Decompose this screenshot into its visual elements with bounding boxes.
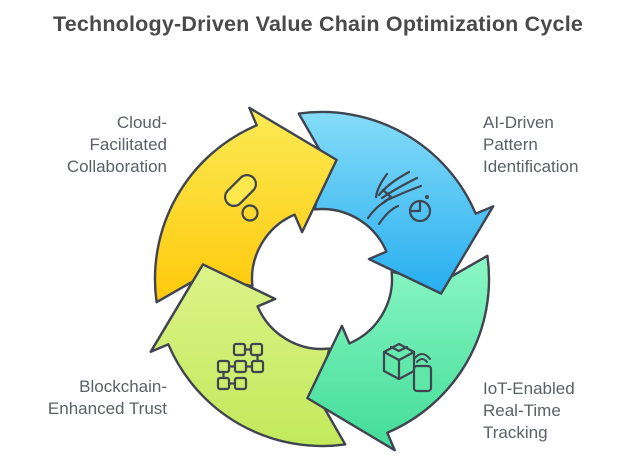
segment-label-blockchain-enhanced-trust: Blockchain- Enhanced Trust [47, 377, 167, 418]
cycle-arrow-cloud-facilitated-collaboration [153, 106, 338, 304]
cycle-arrow-ai-driven-pattern-identification [297, 110, 495, 295]
cycle-arrow-iot-enabled-real-time-tracking [306, 254, 491, 452]
share-nodes-icon [224, 174, 259, 222]
blockchain-blocks-icon [216, 342, 265, 391]
segment-label-ai-driven-pattern-identification: AI-Driven Pattern Identification [483, 113, 579, 176]
package-wireless-icon [382, 342, 433, 393]
cycle-arrowhead-patch-blockchain [149, 263, 277, 353]
segment-label-cloud-facilitated-collaboration: Cloud- Facilitated Collaboration [66, 113, 167, 176]
segment-label-iot-enabled-real-time-tracking: IoT-Enabled Real-Time Tracking [483, 379, 575, 442]
page-title: Technology-Driven Value Chain Optimizati… [52, 12, 584, 36]
ai-pattern-clock-icon [366, 170, 432, 226]
